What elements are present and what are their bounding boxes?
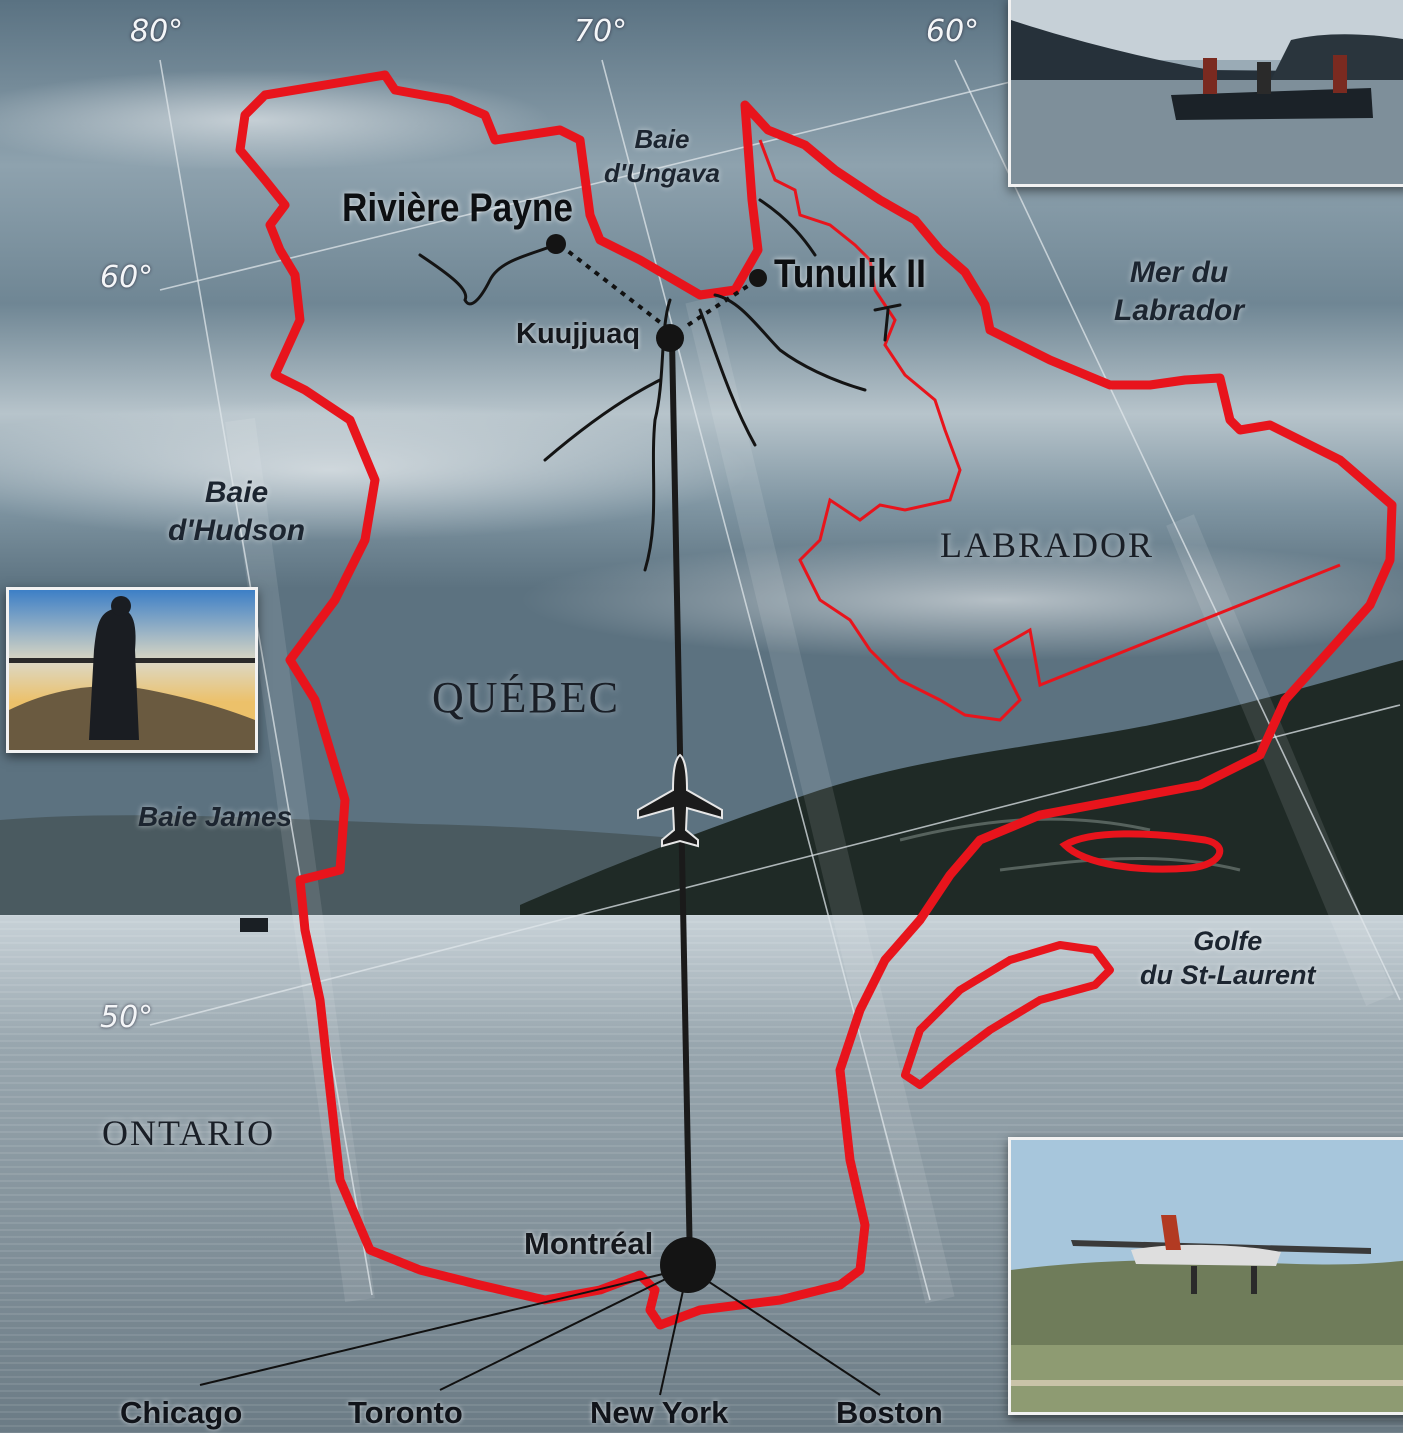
tunulik-dot: [749, 269, 767, 287]
lon-label-80: 80°: [130, 14, 184, 49]
rivers: [418, 198, 902, 572]
montreal-dot: [660, 1237, 716, 1293]
place-label-kuujjuaq: Kuujjuaq: [516, 318, 641, 350]
water-label-baie-ungava: Baie d'Ungava: [604, 122, 720, 190]
riviere-payne-dot: [546, 234, 566, 254]
destination-chicago: Chicago: [120, 1395, 243, 1430]
dotted-route-payne: [558, 243, 672, 332]
labrador-border: [758, 139, 1341, 722]
quebec-border: [235, 70, 1397, 1330]
far-hills: [0, 815, 700, 915]
boat-silhouette: [240, 918, 268, 932]
kuujjuaq-dot: [656, 324, 684, 352]
region-label-labrador: LABRADOR: [940, 525, 1155, 565]
lat-label-50: 50°: [100, 1000, 154, 1035]
dotted-route-tunulik: [686, 276, 762, 327]
water-label-line: Golfe: [1193, 926, 1263, 956]
water-label-golfe: Golfe du St-Laurent: [1140, 924, 1316, 992]
place-label-montreal: Montréal: [524, 1226, 654, 1261]
water-label-line: du St-Laurent: [1140, 960, 1316, 990]
anticosti-island: [1059, 830, 1224, 873]
place-label-tunulik: Tunulik II: [774, 252, 926, 296]
airplane-icon: [637, 753, 723, 848]
canoe-photo-image: [1011, 0, 1403, 184]
floatplane-photo: [1008, 1137, 1403, 1415]
dark-hills: [520, 660, 1403, 920]
fisherman-photo-image: [9, 590, 255, 750]
region-label-quebec: QUÉBEC: [432, 673, 620, 722]
fisherman-photo: [6, 587, 258, 753]
destination-boston: Boston: [836, 1395, 943, 1430]
water-label-line: Baie: [634, 124, 690, 154]
water-label-line: Mer du: [1129, 256, 1229, 289]
lon-label-60: 60°: [926, 14, 980, 49]
water-label-line: d'Ungava: [604, 158, 720, 188]
place-label-riviere-payne: Rivière Payne: [342, 186, 573, 230]
water-label-line: Baie: [204, 476, 269, 509]
water-label-baie-hudson: Baie d'Hudson: [168, 474, 305, 550]
water-label-mer-labrador: Mer du Labrador: [1114, 254, 1244, 330]
water-label-line: Labrador: [1114, 294, 1245, 327]
region-label-ontario: ONTARIO: [102, 1113, 276, 1153]
floatplane-photo-image: [1011, 1140, 1403, 1412]
water-label-line: d'Hudson: [168, 514, 306, 547]
destination-toronto: Toronto: [348, 1395, 463, 1430]
water-label-baie-james: Baie James: [138, 801, 293, 832]
lat-label-60: 60°: [100, 260, 154, 295]
destination-new-york: New York: [590, 1395, 729, 1430]
lon-label-70: 70°: [574, 14, 628, 49]
gaspe-border: [901, 941, 1114, 1089]
canoe-photo: [1008, 0, 1403, 187]
cloud-glow: [520, 540, 1403, 660]
